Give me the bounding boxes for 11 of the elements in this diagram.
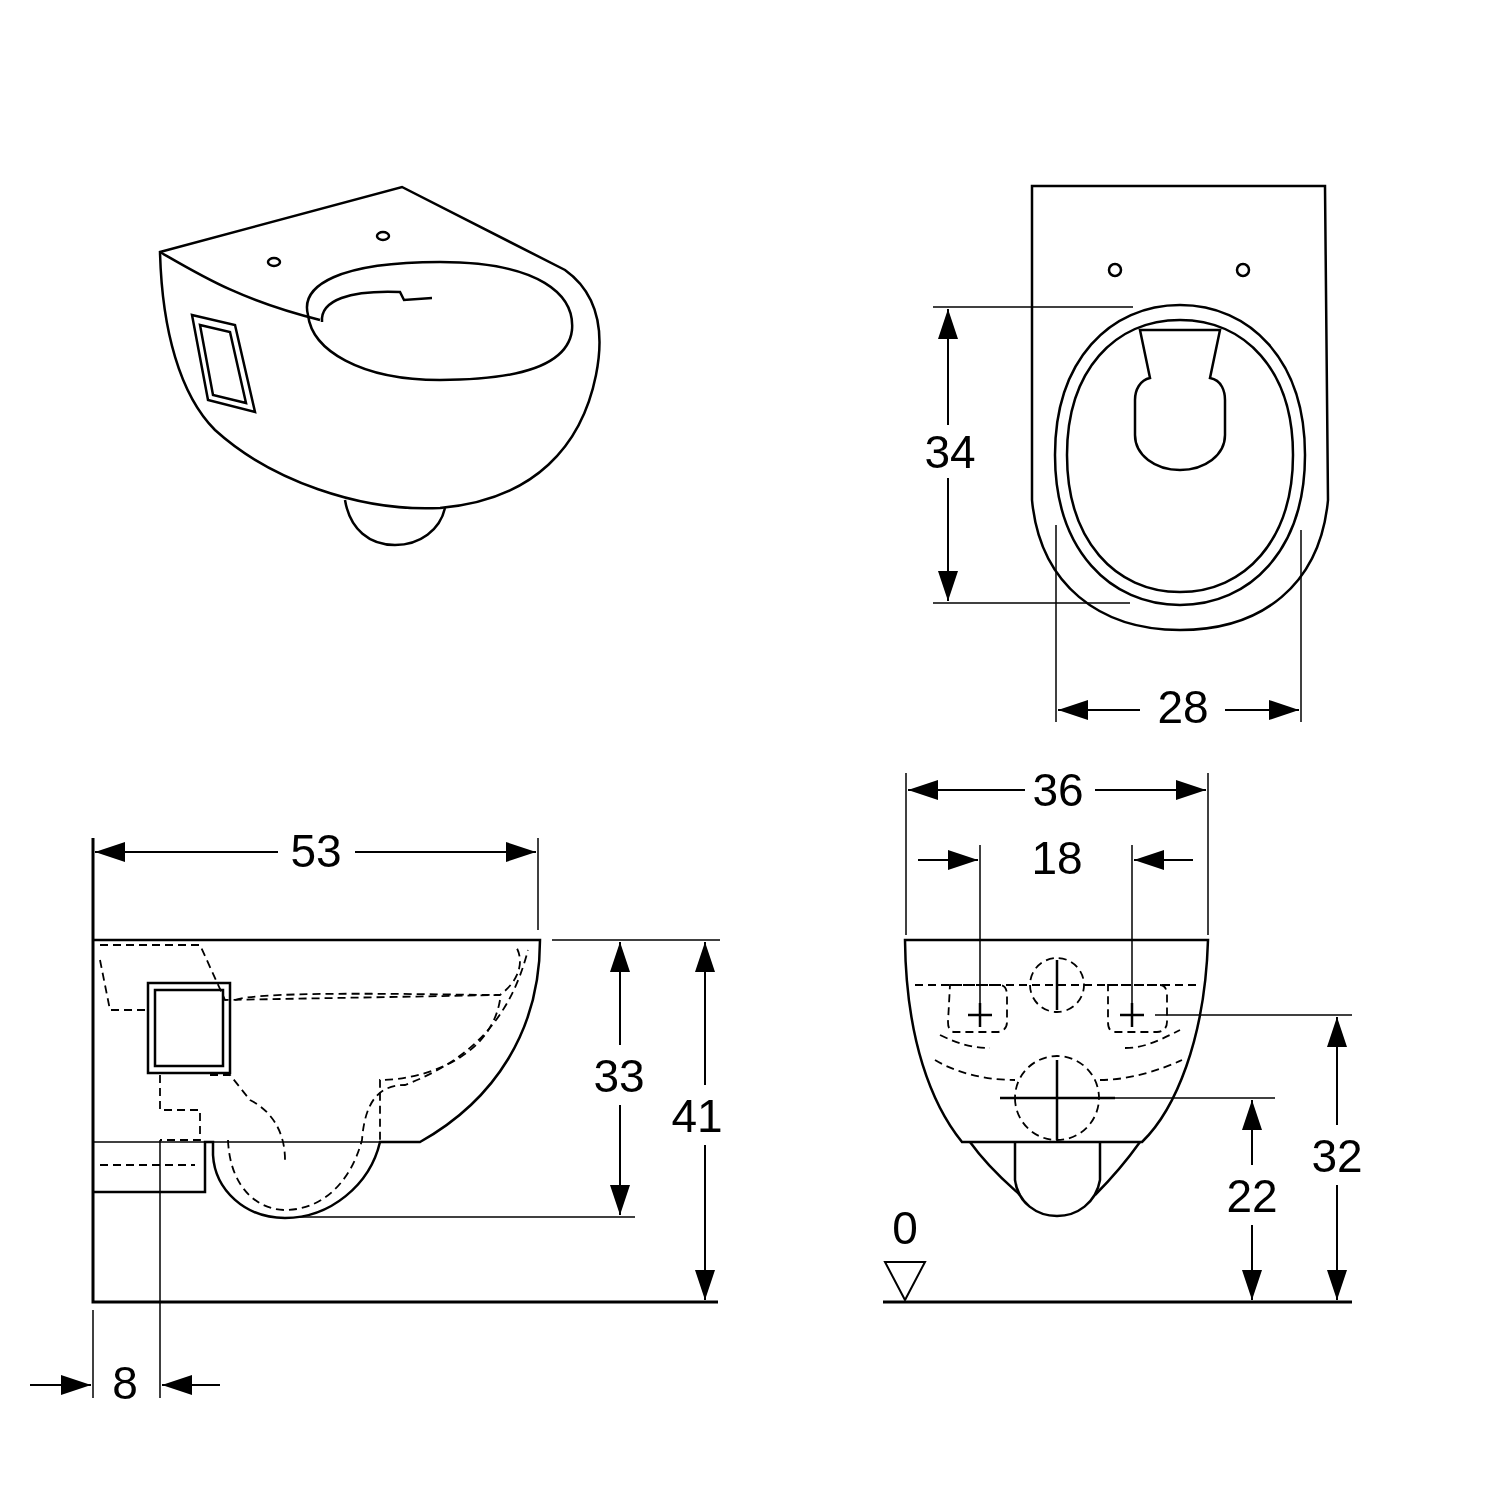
- dimension-value: 33: [593, 1053, 645, 1099]
- dimension-value: 36: [1032, 767, 1084, 813]
- dimension-value: 18: [1031, 835, 1083, 881]
- dimension-value: 41: [671, 1093, 723, 1139]
- dimension-value: 8: [112, 1360, 138, 1406]
- dimension-value: 34: [924, 429, 976, 475]
- dimension-value: 0: [892, 1205, 918, 1251]
- dimension-value: 32: [1311, 1133, 1363, 1179]
- dimension-value: 28: [1157, 684, 1209, 730]
- dimension-value: 22: [1226, 1173, 1278, 1219]
- dimension-value: 53: [290, 828, 342, 874]
